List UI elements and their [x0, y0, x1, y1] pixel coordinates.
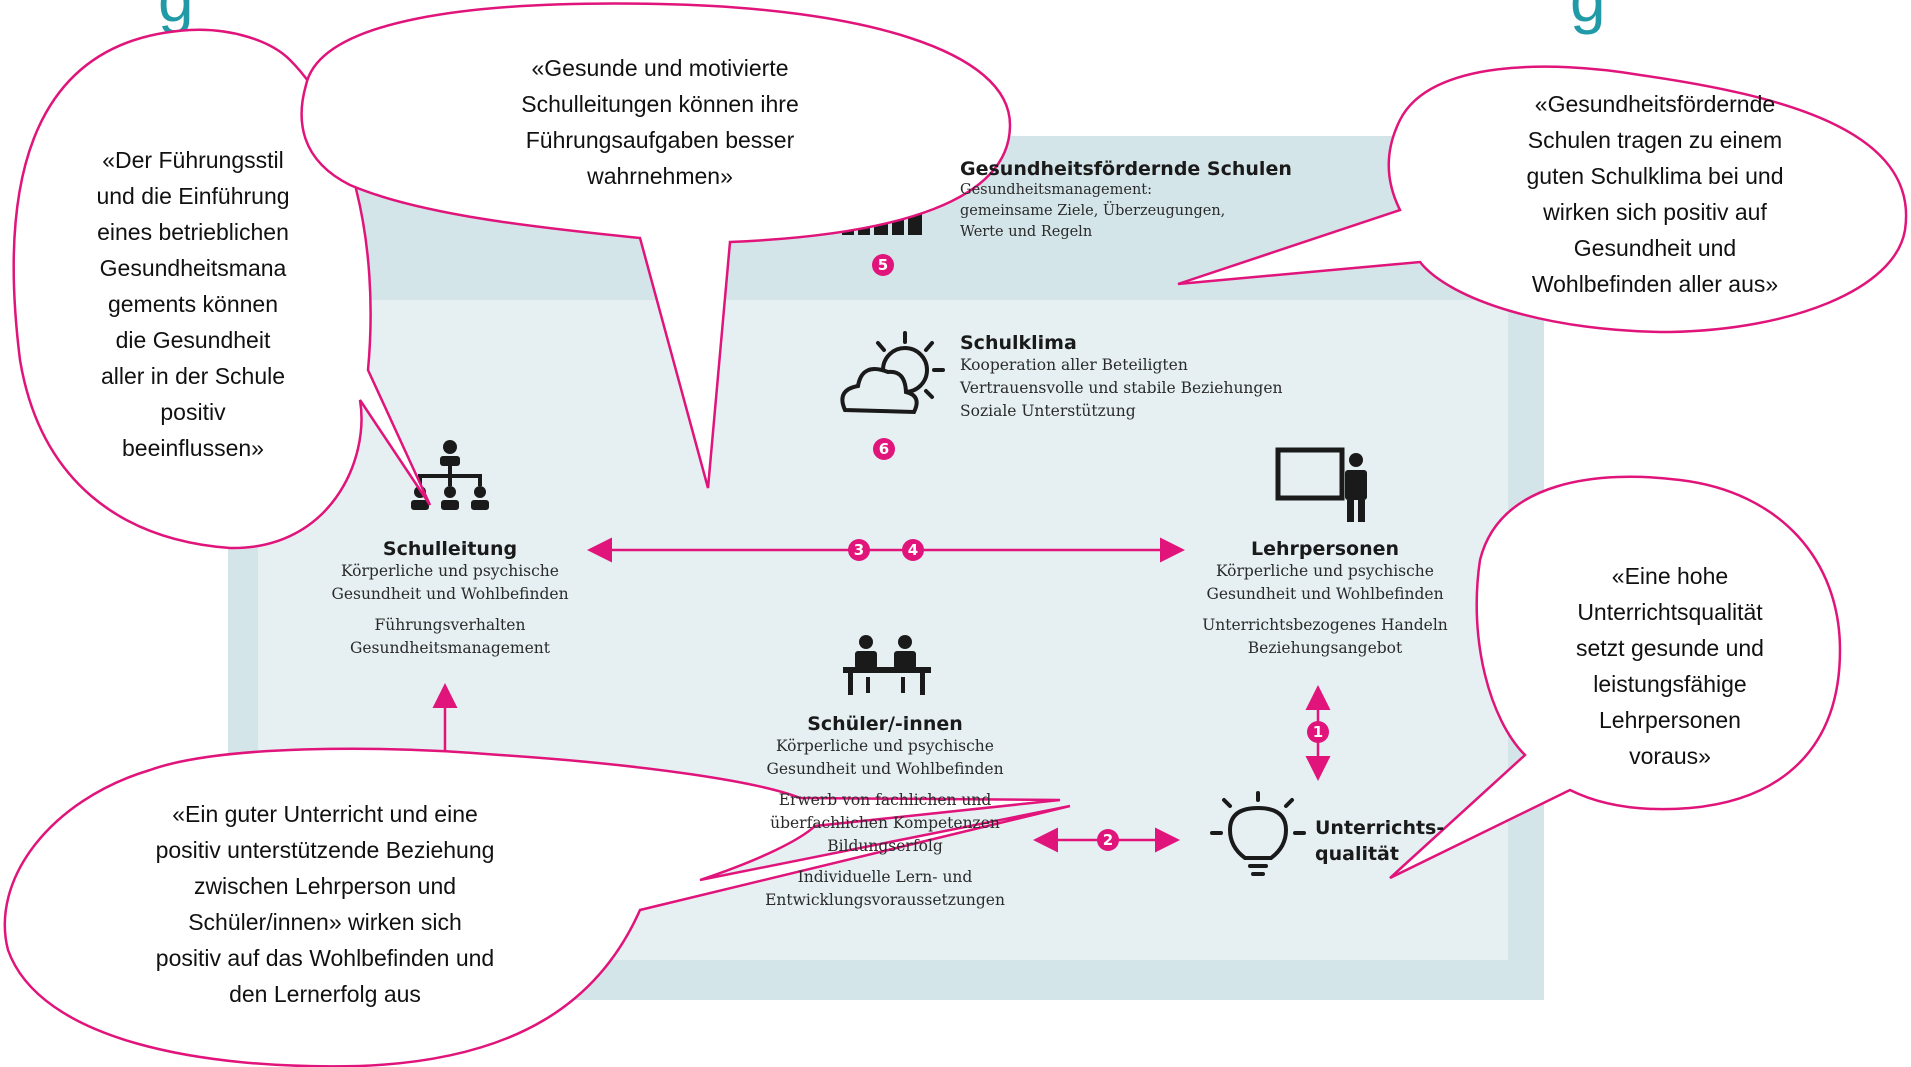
bubble-line: «Ein guter Unterricht und eine: [172, 801, 478, 827]
bubble-line: den Lernerfolg aus: [229, 981, 421, 1007]
node-school-climate: Schulklima Kooperation aller Beteiligten…: [960, 332, 1300, 423]
node-line: Gesundheit und Wohlbefinden: [766, 760, 1004, 778]
bubble-line: voraus»: [1629, 743, 1711, 769]
node-title: Schüler/-innen: [807, 713, 963, 735]
node-line: Gesundheitsmanagement: [349, 639, 551, 657]
bubble-line: Schüler/innen» wirken sich: [188, 909, 462, 935]
node-line: überfachlichen Kompetenzen: [770, 814, 1000, 832]
students-desk-icon: [843, 635, 931, 695]
speech-bubble-good-lessons: [3, 747, 1071, 1067]
bubble-text-leadership-style: «Der Führungsstil und die Einführung ein…: [58, 142, 328, 466]
node-line: Körperliche und psychische: [1216, 562, 1434, 580]
sun-cloud-icon: [840, 331, 945, 415]
node-line: Soziale Unterstützung: [960, 402, 1136, 420]
bubble-line: aller in der Schule: [100, 363, 286, 389]
node-line: Körperliche und psychische: [341, 562, 559, 580]
node-line: Erwerb von fachlichen und: [778, 791, 992, 809]
node-title: Lehrpersonen: [1250, 538, 1400, 560]
node-health-promoting-schools: Gesundheitsfördernde Schulen Gesundheits…: [960, 158, 1300, 243]
badge-3: 3: [848, 539, 870, 561]
node-line: Gesundheitsmanagement:: [960, 182, 1153, 198]
bubble-text-good-lessons: «Ein guter Unterricht und eine positiv u…: [95, 796, 555, 1012]
node-teaching-quality: Unterrichts- qualität: [1315, 815, 1495, 867]
node-line: Gesundheit und Wohlbefinden: [1206, 585, 1444, 603]
bubble-line: positiv auf das Wohlbefinden und: [155, 945, 495, 971]
bubble-line: eines betrieblichen: [97, 219, 289, 245]
speech-bubble-healthy-leadership: [300, 2, 1012, 489]
bubble-line: wahrnehmen»: [587, 163, 733, 189]
node-line: Entwicklungsvoraussetzungen: [765, 891, 1005, 909]
bubble-line: die Gesundheit: [115, 327, 271, 353]
bubble-line: Gesundheitsmana: [99, 255, 287, 281]
bubble-line: «Gesundheitsfördernde: [1534, 91, 1776, 117]
node-line: Führungsverhalten: [374, 616, 526, 634]
speech-bubble-teaching-quality: [1389, 475, 1842, 880]
node-teachers: Lehrpersonen Körperliche und psychische …: [1175, 538, 1475, 660]
node-line: Gesundheit und Wohlbefinden: [331, 585, 569, 603]
node-line: Körperliche und psychische: [776, 737, 994, 755]
bubble-line: Wohlbefinden aller aus»: [1531, 271, 1779, 297]
node-school-leadership: Schulleitung Körperliche und psychische …: [300, 538, 600, 660]
lightbulb-icon: [1210, 791, 1306, 876]
bubble-line: «Gesunde und motivierte: [531, 55, 789, 81]
node-line: Vertrauensvolle und stabile Beziehungen: [960, 379, 1283, 397]
node-title: Gesundheitsfördernde Schulen: [960, 158, 1292, 180]
badge-6: 6: [873, 438, 895, 460]
node-line: Individuelle Lern- und: [797, 868, 973, 886]
node-line: Kooperation aller Beteiligten: [960, 356, 1188, 374]
badge-4: 4: [902, 539, 924, 561]
bubble-line: Lehrpersonen: [1599, 707, 1741, 733]
node-line: Beziehungsangebot: [1247, 639, 1403, 657]
badge-1: 1: [1307, 721, 1329, 743]
node-line: Bildungserfolg: [827, 837, 943, 855]
bubble-line: Führungsaufgaben besser: [525, 127, 795, 153]
node-line: gemeinsame Ziele, Überzeugungen,: [960, 203, 1226, 219]
bubble-line: und die Einführung: [96, 183, 290, 209]
bubble-line: positiv unterstützende Beziehung: [155, 837, 495, 863]
bubble-line: zwischen Lehrperson und: [193, 873, 457, 899]
heading-fragment-right: g: [1570, 0, 1606, 36]
bubble-text-teaching-quality: «Eine hohe Unterrichtsqualität setzt ges…: [1520, 558, 1820, 774]
hierarchy-icon: [411, 440, 489, 510]
bubble-line: gements können: [107, 291, 279, 317]
bubble-line: beeinflussen»: [122, 435, 264, 461]
bubble-line: setzt gesunde und: [1576, 635, 1764, 661]
bubble-line: positiv: [160, 399, 226, 425]
badge-2: 2: [1097, 829, 1119, 851]
bubble-text-healthy-leadership: «Gesunde und motivierte Schulleitungen k…: [480, 50, 840, 194]
node-line: Werte und Regeln: [960, 224, 1093, 240]
badge-5: 5: [872, 254, 894, 276]
node-title: qualität: [1315, 843, 1399, 865]
bubble-line: Unterrichtsqualität: [1577, 599, 1763, 625]
bubble-text-health-schools: «Gesundheitsfördernde Schulen tragen zu …: [1485, 86, 1825, 302]
bubble-line: «Der Führungsstil: [102, 147, 284, 173]
teacher-board-icon: [1275, 447, 1367, 522]
bubble-line: guten Schulklima bei und: [1526, 163, 1784, 189]
node-title: Unterrichts-: [1315, 817, 1445, 839]
bubble-line: wirken sich positiv auf: [1543, 199, 1767, 225]
bubble-line: leistungsfähige: [1593, 671, 1747, 697]
node-title: Schulklima: [960, 332, 1077, 354]
node-title: Schulleitung: [382, 538, 518, 560]
node-students: Schüler/-innen Körperliche und psychisch…: [735, 713, 1035, 912]
bubble-line: Schulen tragen zu einem: [1527, 127, 1783, 153]
speech-bubble-health-schools: [1177, 65, 1908, 334]
bubble-line: Gesundheit und: [1573, 235, 1737, 261]
node-line: Unterrichtsbezogenes Handeln: [1202, 616, 1448, 634]
bubble-line: Schulleitungen können ihre: [521, 91, 799, 117]
bubble-line: «Eine hohe: [1611, 563, 1729, 589]
